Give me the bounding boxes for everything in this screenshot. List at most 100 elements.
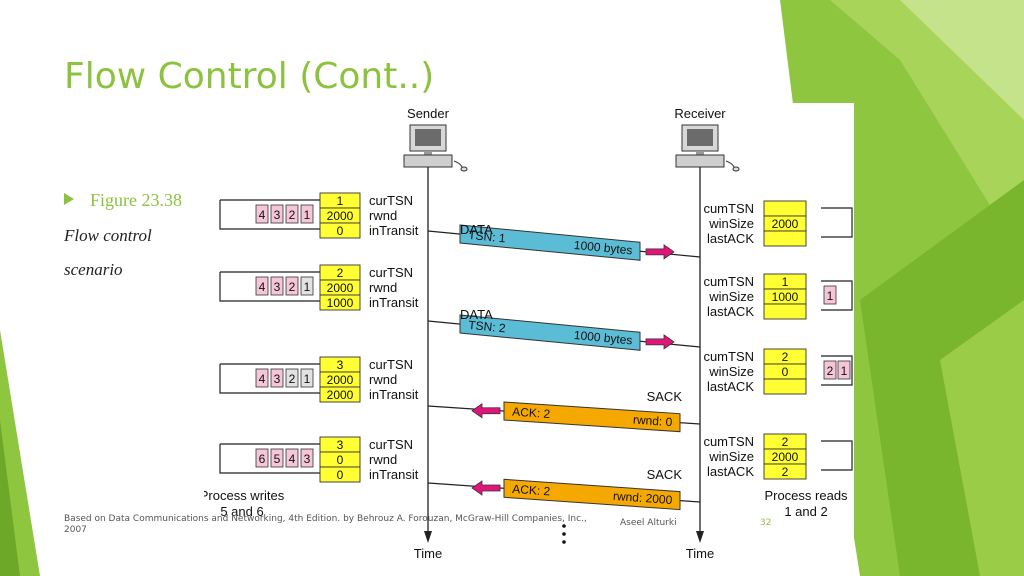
sender-buffer-cell [300,204,314,224]
monitor-screen [687,129,713,146]
computer-base [403,154,453,168]
sender-buffer-bracket [219,443,320,474]
receiver-field-label: winSize [708,216,754,231]
sender-buffer-value: 4 [289,452,296,466]
sender-buffer-cell [300,276,314,296]
message-box [503,478,681,511]
message-right-label: 1000 bytes [573,328,633,348]
receiver-buffer-value: 1 [841,364,848,378]
sender-buffer-value: 1 [304,372,311,386]
process-writes-line1: Process writes [204,488,285,503]
receiver-label: Receiver [674,106,726,121]
sender-value: 2000 [327,281,354,295]
process-reads-line1: Process reads [764,488,848,503]
magenta-arrow-icon [645,334,675,350]
receiver-field-label: cumTSN [703,274,754,289]
sender-value: 0 [337,453,344,467]
receiver-time-label: Time [686,546,714,561]
receiver-time-arrowhead [696,531,704,543]
message-2: TSN: 2 1000 bytes DATA [427,307,701,351]
page-number: 32 [760,518,772,528]
sender-field-label: curTSN [369,437,413,452]
magenta-arrow-icon [471,480,501,496]
process-writes-line2: 5 and 6 [220,504,263,519]
sender-buffer-cell [270,448,284,468]
sender-value: 2 [337,266,344,280]
receiver-value: 1 [782,275,789,289]
sender-label: Sender [407,106,450,121]
sender-value: 1000 [327,296,354,310]
sender-field-label: rwnd [369,280,397,295]
ellipsis-dot [562,540,566,544]
monitor-stand [424,151,432,155]
sender-buffer-cell [255,368,269,388]
sender-buffer-cell [270,368,284,388]
footer-citation: Based on Data Communications and Network… [64,514,587,524]
sender-buffer-cell [300,448,314,468]
ellipsis-dot [562,524,566,528]
receiver-field-label: winSize [708,289,754,304]
receiver-field-label: lastACK [707,379,754,394]
sender-buffer-cell [285,448,299,468]
receiver-value-cell [763,200,807,217]
sender-buffer-cell [300,368,314,388]
message-box [503,401,681,433]
sender-buffer-value: 5 [274,452,281,466]
sender-buffer-value: 3 [274,372,281,386]
sender-time-arrowhead [424,531,432,543]
sender-buffer-value: 1 [304,280,311,294]
sender-buffer-value: 3 [274,280,281,294]
message-type-label: SACK [647,389,683,404]
computer-base [675,154,725,168]
bullet-arrow-icon [64,193,74,205]
sender-buffer-value: 6 [259,452,266,466]
receiver-buffer-bracket [821,355,853,386]
message-type-label: DATA [460,222,493,237]
magenta-arrow-icon [645,244,675,260]
sender-field-label: curTSN [369,193,413,208]
sender-buffer-bracket [219,199,320,230]
sender-buffer-cell [255,204,269,224]
sender-buffer-value: 2 [289,280,296,294]
mouse-cable [453,160,463,168]
receiver-buffer-bracket [821,207,853,238]
receiver-value-cell [763,463,807,480]
receiver-field-label: winSize [708,364,754,379]
receiver-value: 2 [782,435,789,449]
message-box [459,224,641,261]
sender-value: 1 [337,194,344,208]
sender-buffer-cell [270,276,284,296]
receiver-value: 1000 [772,290,799,304]
mouse-icon [732,166,740,172]
sender-buffer-value: 1 [304,208,311,222]
sender-field-label: rwnd [369,372,397,387]
mouse-icon [460,166,468,172]
receiver-buffer-bracket [821,280,853,311]
receiver-value: 2 [782,350,789,364]
receiver-value-cell [763,303,807,320]
receiver-field-label: cumTSN [703,349,754,364]
receiver-buffer-bracket [821,440,853,471]
message-left-label: ACK: 2 [512,482,551,499]
footer-year: 2007 [64,525,87,535]
sender-buffer-cell [285,368,299,388]
receiver-buffer-value: 2 [827,364,834,378]
magenta-arrow-icon [471,402,501,419]
sender-value-cell [319,222,361,239]
sender-buffer-value: 4 [259,372,266,386]
sender-time-label: Time [414,546,442,561]
sender-value-cell [319,466,361,483]
sender-buffer-value: 2 [289,372,296,386]
sender-value: 2000 [327,209,354,223]
receiver-computer-icon [675,124,740,172]
sender-value: 3 [337,438,344,452]
receiver-field-label: lastACK [707,464,754,479]
message-left-label: TSN: 2 [468,318,507,336]
monitor-screen [415,129,441,146]
message-type-label: DATA [460,307,493,322]
